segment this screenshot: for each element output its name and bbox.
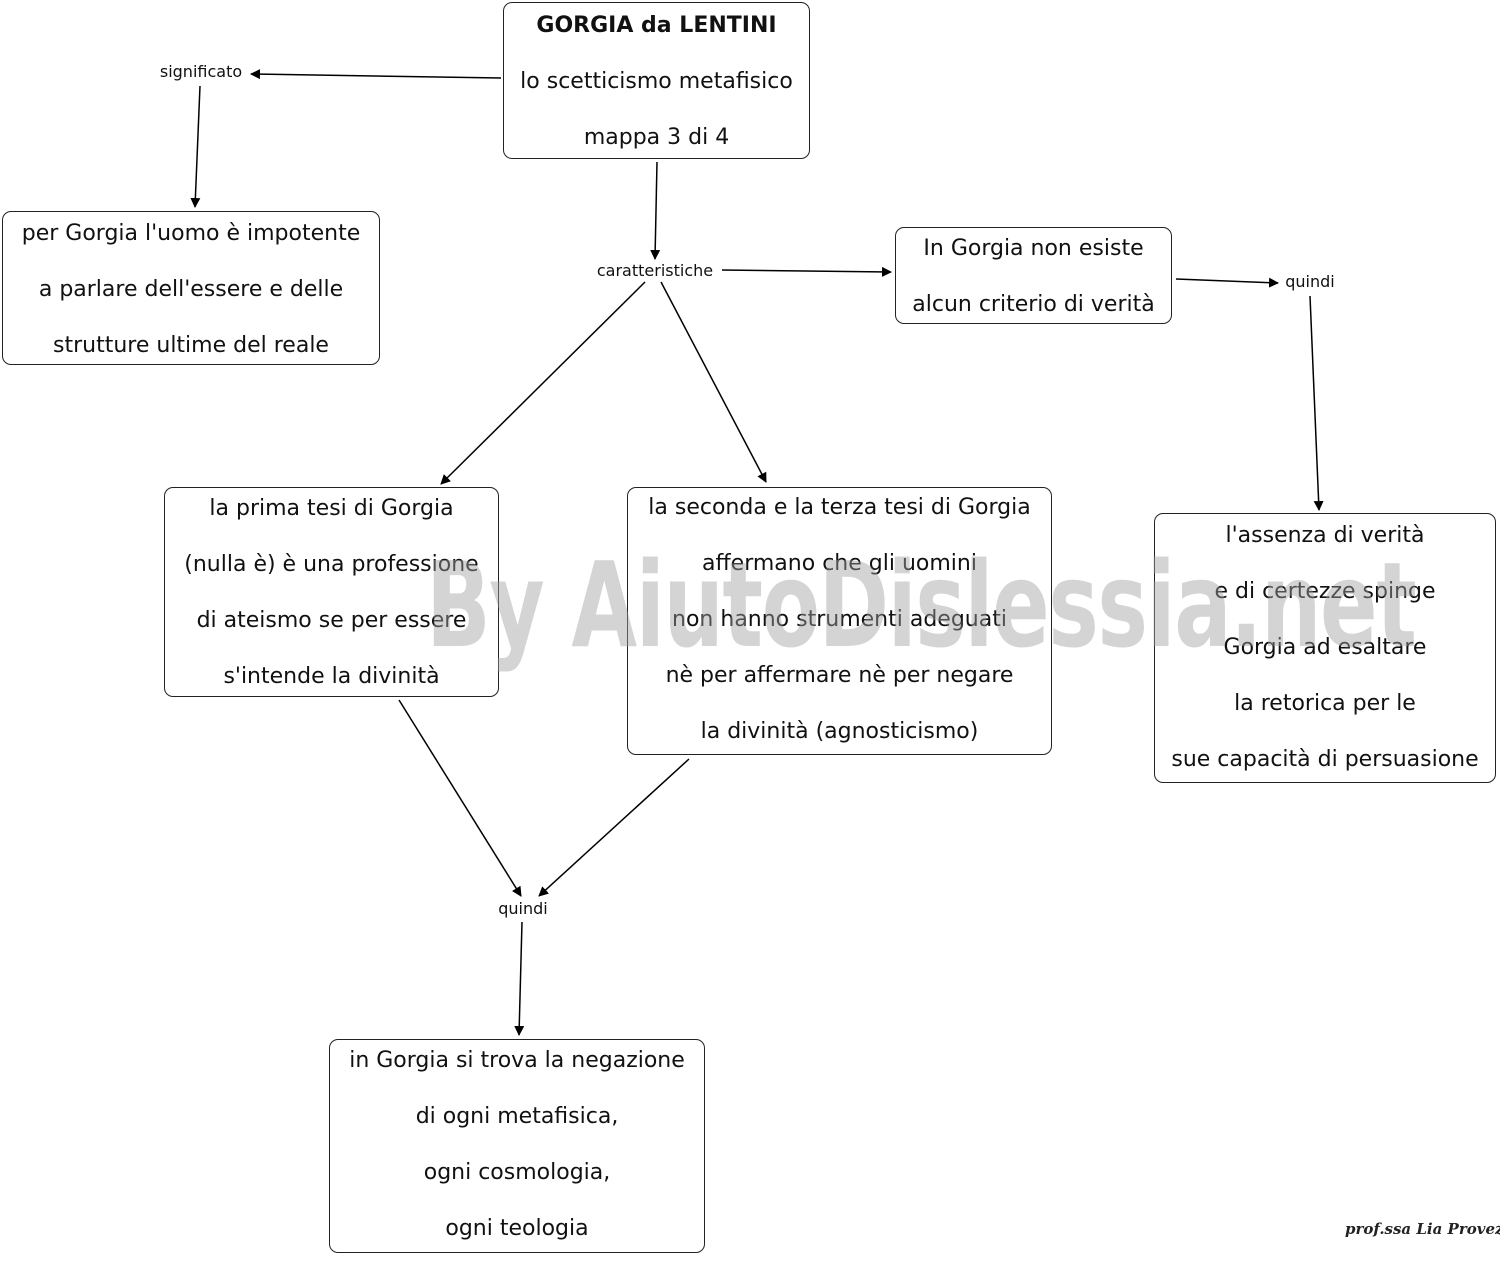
node-prima-tesi-line-4: s'intende la divinità <box>223 664 440 689</box>
link-label-quindi-right: quindi <box>1285 272 1335 291</box>
arrow-significato-to-impotente <box>190 85 201 208</box>
node-prima-tesi: la prima tesi di Gorgia (nulla è) è una … <box>164 487 499 697</box>
node-assenza: l'assenza di verità e di certezze spinge… <box>1154 513 1496 783</box>
node-seconda-tesi-line-2: affermano che gli uomini <box>702 551 977 576</box>
node-seconda-tesi-line-1: la seconda e la terza tesi di Gorgia <box>648 495 1031 520</box>
node-assenza-line-3: Gorgia ad esaltare <box>1223 635 1427 660</box>
node-seconda-tesi: la seconda e la terza tesi di Gorgia aff… <box>627 487 1052 755</box>
arrow-caratteristiche-to-criterio <box>721 266 892 277</box>
node-seconda-tesi-line-4: nè per affermare nè per negare <box>665 663 1014 688</box>
node-title: GORGIA da LENTINI lo scetticismo metafis… <box>503 2 810 159</box>
node-seconda-tesi-line-3: non hanno strumenti adeguati <box>672 607 1007 632</box>
node-title-line-2: lo scetticismo metafisico <box>520 69 793 94</box>
node-assenza-line-2: e di certezze spinge <box>1214 579 1436 604</box>
node-title-line-1: GORGIA da LENTINI <box>536 13 777 38</box>
link-label-quindi-bottom: quindi <box>498 899 548 918</box>
node-assenza-line-1: l'assenza di verità <box>1225 523 1425 548</box>
node-prima-tesi-line-1: la prima tesi di Gorgia <box>209 496 454 521</box>
arrow-criterio-to-quindi <box>1175 277 1279 288</box>
node-negazione-line-3: ogni cosmologia, <box>423 1160 611 1185</box>
link-label-caratteristiche: caratteristiche <box>596 261 714 280</box>
node-negazione-line-1: in Gorgia si trova la negazione <box>349 1048 685 1073</box>
link-label-significato: significato <box>159 62 243 81</box>
node-impotente-line-2: a parlare dell'essere e delle <box>38 277 344 302</box>
node-assenza-line-4: la retorica per le <box>1234 691 1416 716</box>
arrow-prima-tesi-to-quindi <box>398 699 522 897</box>
node-seconda-tesi-line-5: la divinità (agnosticismo) <box>700 719 979 744</box>
node-negazione-line-2: di ogni metafisica, <box>415 1104 619 1129</box>
node-criterio: In Gorgia non esiste alcun criterio di v… <box>895 227 1172 324</box>
arrow-quindi-to-assenza <box>1309 295 1324 511</box>
node-criterio-line-1: In Gorgia non esiste <box>923 236 1144 261</box>
node-prima-tesi-line-2: (nulla è) è una professione <box>184 552 479 577</box>
arrow-title-to-significato <box>250 69 502 80</box>
arrow-caratteristiche-to-prima-tesi <box>440 281 646 485</box>
node-prima-tesi-line-3: di ateismo se per essere <box>196 608 467 633</box>
arrow-caratteristiche-to-seconda-tesi <box>660 281 767 483</box>
node-impotente-line-3: strutture ultime del reale <box>53 333 329 358</box>
arrow-seconda-tesi-to-quindi <box>538 758 690 897</box>
node-title-line-3: mappa 3 di 4 <box>583 125 730 150</box>
node-impotente: per Gorgia l'uomo è impotente a parlare … <box>2 211 380 365</box>
author-signature: prof.ssa Lia Provezza <box>1345 1220 1500 1238</box>
arrow-quindi-to-negazione <box>514 921 525 1036</box>
node-criterio-line-2: alcun criterio di verità <box>912 292 1155 317</box>
node-negazione-line-4: ogni teologia <box>445 1216 589 1241</box>
node-assenza-line-5: sue capacità di persuasione <box>1171 747 1479 772</box>
node-negazione: in Gorgia si trova la negazione di ogni … <box>329 1039 705 1253</box>
node-impotente-line-1: per Gorgia l'uomo è impotente <box>21 221 361 246</box>
arrow-title-to-caratteristiche <box>650 161 661 260</box>
